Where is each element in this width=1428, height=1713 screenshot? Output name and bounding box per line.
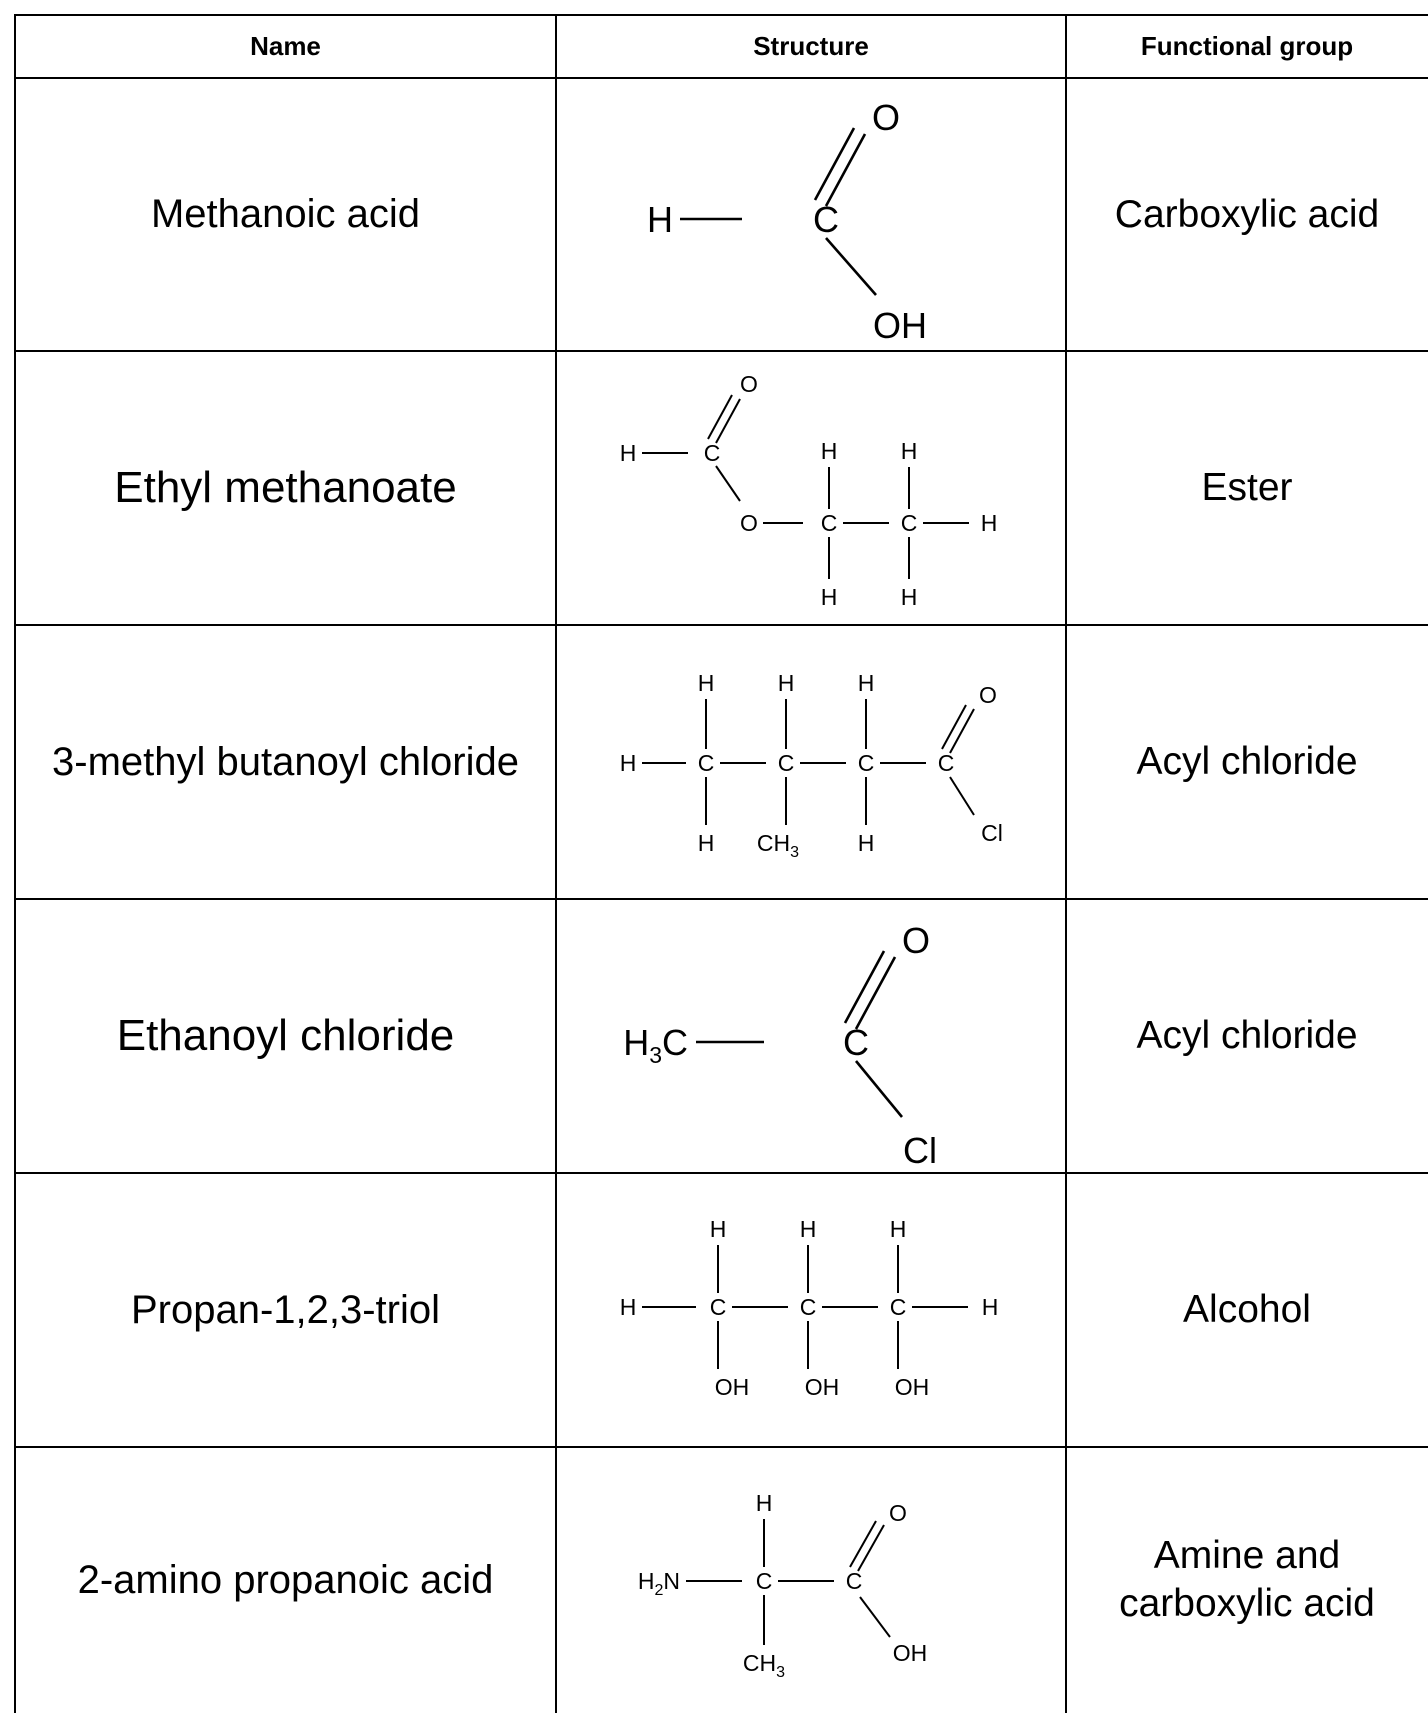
svg-text:H: H [698,830,715,856]
svg-text:H: H [620,1294,637,1320]
svg-text:O: O [889,1500,907,1526]
header-functional-group: Functional group [1140,31,1354,61]
svg-text:H: H [981,510,998,536]
svg-text:C: C [938,750,955,776]
svg-text:H: H [756,1490,773,1516]
row-5-name: Propan-1,2,3-triol [130,1287,441,1332]
row-4-name: Ethanoyl chloride [116,1011,455,1060]
svg-text:C: C [821,510,838,536]
svg-text:OH: OH [805,1374,840,1400]
row-2-structure: H C O O C H H C H H H [620,371,998,610]
row-3-structure: H C H H C H CH3 C H H C O Cl [620,670,1003,861]
svg-text:C: C [756,1568,773,1594]
svg-text:C: C [778,750,795,776]
row-4-functional-group: Acyl chloride [1136,1014,1358,1057]
svg-text:C: C [704,440,721,466]
svg-text:CH3: CH3 [743,1650,785,1681]
row-1-structure: H C O OH [647,97,927,346]
svg-text:C: C [698,750,715,776]
svg-text:C: C [800,1294,817,1320]
row-2-functional-group: Ester [1201,466,1293,509]
svg-text:H: H [620,440,637,466]
row-3-name: 3-methyl butanoyl chloride [52,739,519,784]
svg-text:OH: OH [715,1374,750,1400]
row-6-functional-group-line1: Amine and [1153,1534,1341,1577]
svg-text:C: C [710,1294,727,1320]
row-6-functional-group: Amine and carboxylic acid [1066,1447,1428,1713]
svg-text:H: H [698,670,715,696]
svg-text:Cl: Cl [903,1130,937,1171]
group-oh: OH [873,305,927,346]
svg-text:CH3: CH3 [757,830,799,861]
svg-text:C: C [901,510,918,536]
svg-text:H: H [890,1216,907,1242]
svg-text:C: C [890,1294,907,1320]
svg-text:H: H [858,670,875,696]
header-name: Name [250,31,321,61]
row-4-structure: H3C C O Cl [623,920,937,1171]
row-6-structure: H2N C H CH3 C O OH [638,1490,928,1681]
row-1-functional-group: Carboxylic acid [1114,192,1380,236]
svg-text:H2N: H2N [638,1568,680,1599]
svg-text:O: O [979,682,997,708]
svg-text:H: H [982,1294,999,1320]
svg-text:H: H [778,670,795,696]
atom-o: O [872,97,900,138]
svg-text:H3C: H3C [623,1022,688,1068]
svg-text:H: H [710,1216,727,1242]
svg-text:O: O [740,371,758,397]
row-5-structure: H C H OH C H OH C H OH H [620,1216,999,1400]
svg-text:C: C [858,750,875,776]
svg-text:H: H [901,584,918,610]
svg-text:OH: OH [895,1374,930,1400]
svg-text:H: H [821,584,838,610]
row-6-name: 2-amino propanoic acid [77,1557,494,1602]
svg-text:O: O [902,920,930,961]
svg-text:H: H [858,830,875,856]
atom-h: H [647,199,673,240]
svg-text:H: H [800,1216,817,1242]
svg-text:C: C [846,1568,863,1594]
svg-text:H: H [901,438,918,464]
row-1-name: Methanoic acid [150,192,421,236]
header-structure: Structure [753,31,869,61]
row-2-name: Ethyl methanoate [114,463,457,512]
row-3-functional-group: Acyl chloride [1136,740,1358,783]
svg-text:O: O [740,510,758,536]
row-6-functional-group-line2: carboxylic acid [1119,1582,1375,1625]
row-5-functional-group: Alcohol [1183,1288,1311,1331]
svg-text:Cl: Cl [981,820,1003,846]
svg-text:H: H [821,438,838,464]
svg-text:OH: OH [893,1640,928,1666]
svg-text:H: H [620,750,637,776]
